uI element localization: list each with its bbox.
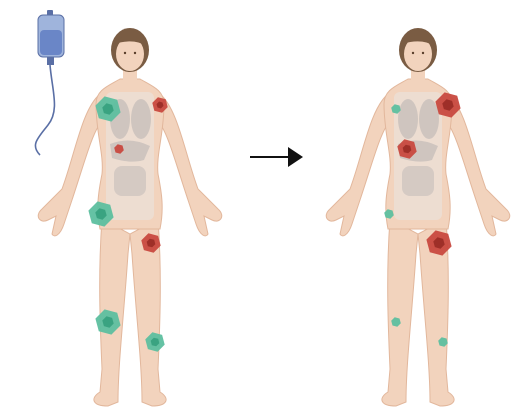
right-eye	[134, 52, 136, 54]
right-arm	[448, 94, 510, 236]
human-body	[326, 28, 510, 406]
figure-before-treatment	[38, 28, 222, 406]
transition-arrow	[250, 147, 303, 167]
left-eye	[412, 52, 414, 54]
iv-bag-icon	[35, 10, 64, 155]
iv-fluid	[40, 30, 62, 55]
left-lung	[398, 99, 418, 139]
right-lung	[131, 99, 151, 139]
right-arm	[160, 94, 222, 236]
iv-drip	[35, 10, 64, 155]
left-arm	[326, 94, 388, 236]
arrow-head	[288, 147, 303, 167]
left-leg	[382, 219, 418, 406]
left-eye	[124, 52, 126, 54]
iv-drip-chamber	[47, 57, 54, 65]
iv-tubing	[35, 65, 54, 155]
intestines	[114, 166, 146, 196]
intestines	[402, 166, 434, 196]
right-lung	[419, 99, 439, 139]
human-body	[38, 28, 222, 406]
right-eye	[422, 52, 424, 54]
right-arrow-icon	[250, 147, 303, 167]
figure-after-treatment	[326, 28, 510, 406]
